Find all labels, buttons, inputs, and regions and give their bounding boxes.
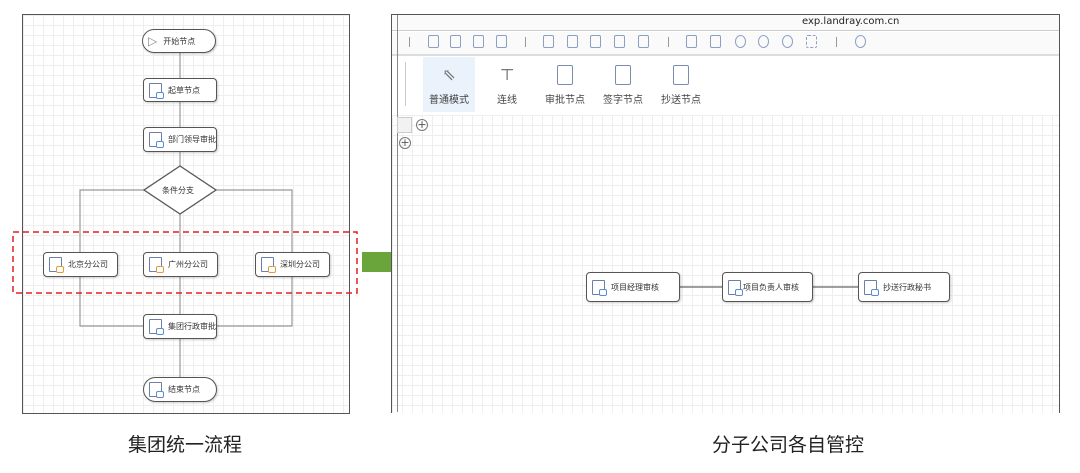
sign-icon — [728, 279, 743, 296]
draft-icon — [149, 82, 164, 99]
node-draft[interactable]: 起草节点 — [143, 78, 217, 102]
node-beijing[interactable]: 北京分公司 — [43, 252, 118, 277]
node-guangzhou[interactable]: 广州分公司 — [143, 252, 218, 277]
branch-icon — [49, 257, 64, 273]
play-icon: ▷ — [148, 34, 158, 48]
help-icon[interactable] — [855, 35, 866, 48]
left-caption: 集团统一流程 — [128, 434, 243, 456]
open-icon[interactable] — [450, 35, 461, 48]
palette-approval-node[interactable]: 审批节点 — [539, 57, 591, 112]
palette-normal-mode[interactable]: ⇖普通模式 — [423, 57, 475, 112]
node-pm-review[interactable]: 项目经理审核 — [586, 272, 680, 302]
right-caption: 分子公司各自管控 — [712, 434, 865, 456]
node-shenzhen[interactable]: 深圳分公司 — [255, 252, 330, 277]
lane-handle[interactable] — [397, 117, 412, 133]
grid-icon[interactable] — [710, 35, 721, 48]
new-icon[interactable] — [428, 35, 439, 48]
approval-icon — [557, 65, 573, 85]
palette-cc-node[interactable]: 抄送节点 — [655, 57, 707, 112]
canvas[interactable] — [392, 115, 1059, 413]
node-cc-secretary[interactable]: 抄送行政秘书 — [858, 272, 950, 302]
connector-icon: ⊤ — [499, 65, 515, 84]
palette-sign-node[interactable]: 签字节点 — [597, 57, 649, 112]
duplicate-icon[interactable] — [567, 35, 578, 48]
node-group-admin[interactable]: 集团行政审批 — [143, 314, 217, 339]
sign-icon — [615, 65, 631, 85]
check-icon[interactable] — [543, 35, 554, 48]
add-lane-icon[interactable]: + — [416, 118, 428, 131]
condition-diamond — [142, 165, 218, 215]
layout-icon[interactable] — [614, 35, 625, 48]
clipboard-check-icon — [149, 382, 164, 398]
approval-icon — [149, 132, 164, 148]
center-icon[interactable] — [782, 35, 793, 48]
mail-icon — [864, 279, 879, 296]
palette-connector[interactable]: ⊤连线 — [497, 65, 517, 106]
node-end[interactable]: 结束节点 — [143, 377, 217, 402]
node-condition-branch[interactable]: 条件分支 — [162, 186, 194, 195]
toolbar — [392, 32, 1059, 56]
approval-icon — [149, 319, 164, 335]
highlight-box — [12, 231, 358, 294]
clear-icon[interactable] — [638, 35, 649, 48]
add-row-icon[interactable]: + — [399, 136, 411, 149]
delete-icon[interactable] — [496, 35, 507, 48]
group-flow-connectors — [12, 53, 358, 377]
url-label: exp.landray.com.cn — [802, 16, 900, 27]
mail-icon — [673, 65, 689, 85]
node-start[interactable]: ▷开始节点 — [142, 29, 216, 53]
copy-icon[interactable] — [473, 35, 484, 48]
approval-icon — [592, 279, 607, 296]
fit-icon[interactable] — [686, 35, 697, 48]
fullscreen-icon[interactable] — [806, 35, 817, 48]
workflow-editor: exp.landray.com.cn — [391, 14, 1060, 413]
align-icon[interactable] — [590, 35, 601, 48]
node-dept-approval[interactable]: 部门领导审批 — [143, 127, 217, 152]
cursor-icon: ⇖ — [442, 65, 456, 84]
zoom-out-icon[interactable] — [758, 35, 769, 48]
branch-icon — [149, 257, 164, 273]
node-lead-review[interactable]: 项目负责人审核 — [722, 272, 813, 302]
branch-icon — [261, 257, 276, 273]
zoom-in-icon[interactable] — [735, 35, 746, 48]
